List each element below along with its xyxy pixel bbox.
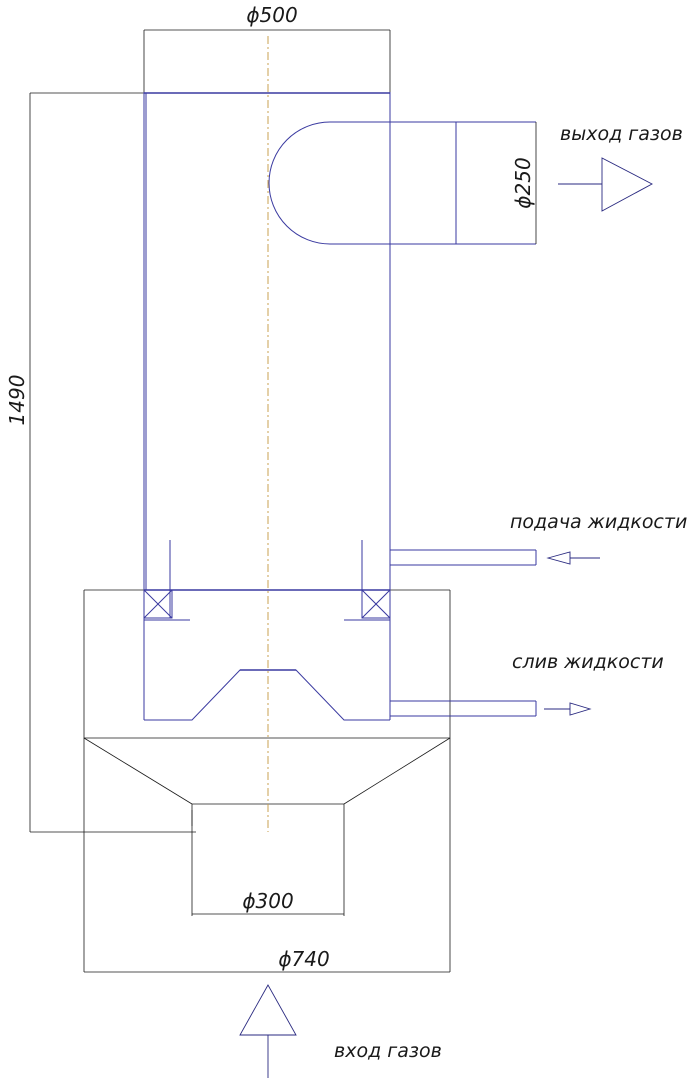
top-diameter-dimension: ϕ500: [143, 3, 391, 92]
main-shell: [143, 92, 391, 590]
liquid-supply-arrow-icon: [546, 551, 600, 565]
gas-inlet-label: вход газов: [334, 1040, 442, 1062]
outlet-diameter-label: ϕ250: [511, 157, 535, 208]
liquid-drain-label: слив жидкости: [512, 651, 664, 673]
left-support: [143, 540, 190, 621]
liquid-supply-pipe: [390, 549, 537, 566]
liquid-drain-arrow-icon: [544, 702, 592, 716]
height-dimension: 1490: [5, 92, 196, 833]
gas-outlet-label: выход газов: [560, 123, 683, 145]
height-label: 1490: [5, 375, 29, 426]
gas-outlet-arrow-icon: [558, 157, 653, 212]
bottom-outer-diameter-label: ϕ740: [278, 947, 329, 971]
internal-cone: [144, 669, 390, 721]
liquid-drain-pipe: [390, 700, 537, 717]
right-support: [344, 540, 391, 621]
gas-outlet-pipe: ϕ250: [268, 121, 537, 245]
inner-shell-lower: [143, 590, 391, 720]
bottom-inner-diameter-dimension: ϕ300: [192, 889, 344, 915]
bottom-outer-diameter-dimension: ϕ740: [84, 947, 450, 973]
liquid-supply-label: подача жидкости: [510, 511, 687, 533]
top-diameter-label: ϕ500: [246, 3, 297, 27]
lower-housing: [83, 589, 451, 972]
bottom-inner-diameter-label: ϕ300: [242, 889, 293, 913]
gas-inlet-arrow-icon: [239, 984, 297, 1078]
